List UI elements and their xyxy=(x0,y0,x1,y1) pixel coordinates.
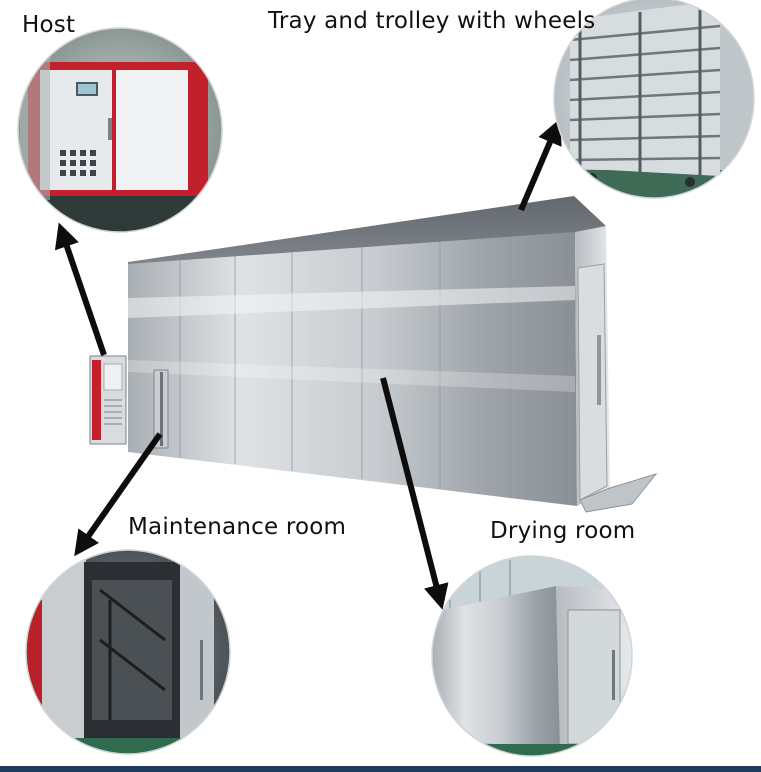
drying-chamber xyxy=(89,196,658,513)
host-label: Host xyxy=(22,12,76,38)
arrow-to-host xyxy=(54,222,107,356)
arrow-to-maintenance xyxy=(74,432,163,557)
maintenance-room-inset xyxy=(25,549,231,755)
arrow-to-tray xyxy=(518,118,562,212)
bottom-divider xyxy=(0,766,761,772)
tray-trolley-label: Tray and trolley with wheels xyxy=(268,8,596,34)
host-inset xyxy=(17,27,223,233)
drying-room-label: Drying room xyxy=(490,518,636,544)
arrow-to-drying xyxy=(380,377,449,610)
drying-room-inset xyxy=(431,555,633,757)
callout-arrows xyxy=(54,118,562,610)
host-unit-attached xyxy=(89,355,127,445)
maintenance-room-label: Maintenance room xyxy=(128,514,347,540)
